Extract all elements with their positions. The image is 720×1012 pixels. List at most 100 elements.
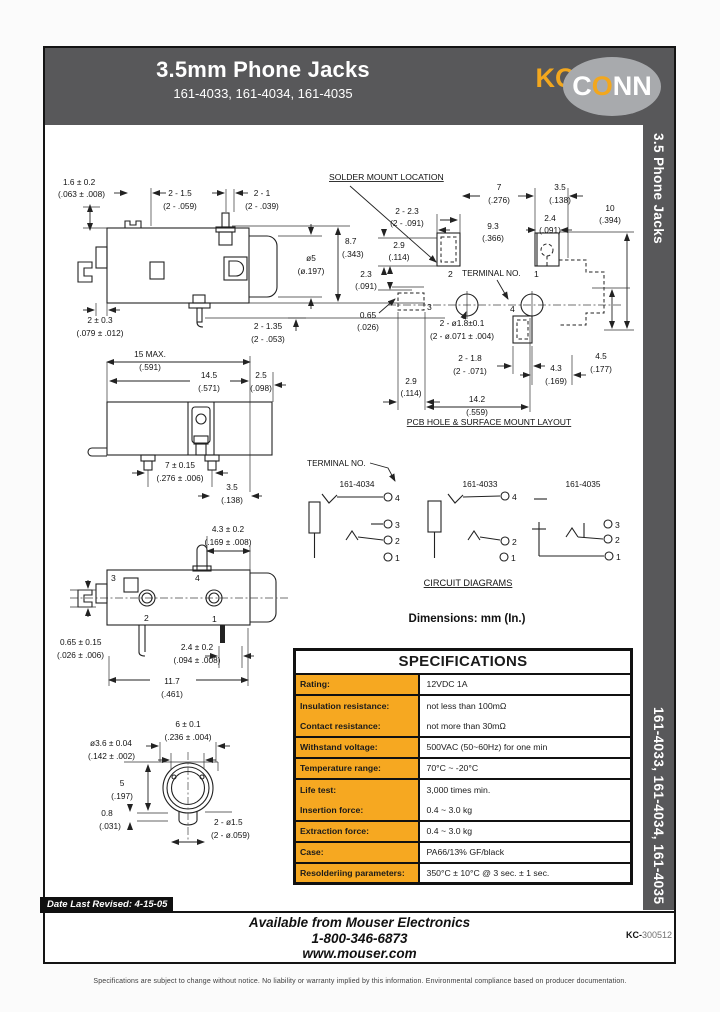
dim-label: 11.7 (164, 676, 180, 686)
dim-label: (.138) (549, 195, 571, 205)
dim-label: 2 - 2.3 (395, 206, 419, 216)
side-view-drawing: 1.6 ± 0.2 (.063 ± .008) 2 - 1.5 (2 - .05… (58, 177, 445, 344)
dim-label: 6 ± 0.1 (175, 719, 201, 729)
dim-label: 2 - 1 (254, 188, 271, 198)
pcb-layout-drawing: SOLDER MOUNT LOCATION 2 1 3 4 TERMINAL N… (329, 172, 634, 427)
dim-label: (.091) (355, 281, 377, 291)
dim-label: (.169 ± .008) (205, 537, 252, 547)
dim-label: (.276) (488, 195, 510, 205)
dim-label: 2 - ø1.5 (214, 817, 243, 827)
solder-mount-label: SOLDER MOUNT LOCATION (329, 172, 444, 182)
dim-label: (.236 ± .004) (165, 732, 212, 742)
dim-label: (2 - ø.059) (211, 830, 250, 840)
dim-label: 2 - 1.5 (168, 188, 192, 198)
dim-label: 2.3 (360, 269, 372, 279)
dim-label: 15 MAX. (134, 349, 166, 359)
header-bar: 3.5mm Phone Jacks 161-4033, 161-4034, 16… (45, 48, 674, 125)
dim-label: (.197) (111, 791, 133, 801)
dimensions-note: Dimensions: mm (In.) (408, 613, 526, 625)
dim-label: 2 - 1.8 (458, 353, 482, 363)
spec-label: Rating: (293, 672, 420, 696)
model-name: 161-4033 (462, 479, 497, 489)
spec-value: 12VDC 1A (417, 672, 633, 696)
doc-code-number: 300512 (641, 930, 672, 940)
spec-label: Extraction force: (293, 819, 420, 843)
mouser-phone: 1-800-346-6873 (311, 930, 408, 946)
spec-label: Temperature range: (293, 756, 420, 780)
terminal-number: 2 (144, 613, 149, 623)
dim-label: (.343) (342, 249, 364, 259)
front-view-drawing: 6 ± 0.1 (.236 ± .004) ø3.6 ± 0.04 (.142 … (88, 719, 250, 845)
table-row: Insertion force:0.4 ~ 3.0 kg (293, 799, 633, 822)
dim-label: 2.4 (544, 213, 556, 223)
dim-label: (ø.197) (298, 266, 325, 276)
dim-label: (2 - .091) (390, 218, 424, 228)
doc-code-prefix: KC- (625, 930, 642, 940)
sidebar-bottom-text: 161-4033, 161-4034, 161-4035 (651, 706, 666, 904)
dim-label: 0.65 ± 0.15 (60, 637, 102, 647)
logo-letters: NN (612, 71, 652, 101)
terminal-number: 1 (212, 614, 217, 624)
dim-label: 2.5 (255, 370, 267, 380)
dim-label: 10 (605, 203, 615, 213)
spec-label: Withstand voltage: (293, 735, 420, 759)
dim-label: (2 - .039) (245, 201, 279, 211)
table-row: Life test:3,000 times min. (293, 777, 633, 800)
dim-label: (.276 ± .006) (157, 473, 204, 483)
dim-label: (2 - ø.071 ± .004) (430, 331, 494, 341)
circuit-diagrams: TERMINAL NO. 161-4034 4 3 2 1 161-4033 4… (307, 458, 621, 588)
dim-label: 2.4 ± 0.2 (181, 642, 214, 652)
dim-label: 14.5 (201, 370, 218, 380)
mouser-footer: Available from Mouser Electronics 1-800-… (43, 911, 676, 964)
dim-label: 9.3 (487, 221, 499, 231)
dim-label: ø3.6 ± 0.04 (90, 738, 132, 748)
terminal-number: 1 (395, 553, 400, 563)
technical-drawings: 1.6 ± 0.2 (.063 ± .008) 2 - 1.5 (2 - .05… (57, 172, 634, 845)
terminal-number: 2 (448, 269, 453, 279)
model-name: 161-4035 (565, 479, 600, 489)
table-row: Case:PA66/13% GF/black (293, 840, 633, 864)
spec-value: not less than 100mΩ (417, 693, 633, 716)
dim-label: 7 (497, 182, 502, 192)
dim-label: (.094 ± .008) (174, 655, 221, 665)
page-title: 3.5mm Phone Jacks (156, 57, 370, 82)
dim-label: 0.8 (101, 808, 113, 818)
dim-label: (.031) (99, 821, 121, 831)
spec-label: Insertion force: (293, 799, 420, 822)
terminal-number: 4 (512, 492, 517, 502)
table-row: Extraction force:0.4 ~ 3.0 kg (293, 819, 633, 843)
disclaimer-text: Specifications are subject to change wit… (93, 978, 627, 985)
model-name: 161-4034 (339, 479, 374, 489)
dim-label: (.177) (590, 364, 612, 374)
dim-label: (.114) (400, 388, 421, 398)
logo-letter-o: O (591, 71, 613, 101)
dim-label: (.571) (198, 383, 220, 393)
part-numbers: 161-4033, 161-4034, 161-4035 (173, 86, 353, 101)
sidebar: 3.5 Phone Jacks 161-4033, 161-4034, 161-… (643, 125, 674, 910)
terminal-number: 1 (511, 553, 516, 563)
doc-code: KC-300512 (598, 930, 672, 940)
dim-label: 4.3 (550, 363, 562, 373)
logo-letter: C (572, 71, 592, 101)
dim-label: (.026 ± .006) (57, 650, 104, 660)
dim-label: (.091) (539, 225, 561, 235)
terminal-number: 3 (395, 520, 400, 530)
dim-label: 1.6 ± 0.2 (63, 177, 96, 187)
dim-label: 0.65 (360, 310, 377, 320)
dim-label: 4.5 (595, 351, 607, 361)
terminal-number: 2 (615, 535, 620, 545)
spec-value: 350°C ± 10°C @ 3 sec. ± 1 sec. (417, 861, 633, 885)
dim-label: 5 (120, 778, 125, 788)
terminal-number: 2 (395, 536, 400, 546)
spec-value: 70°C ~ -20°C (417, 756, 633, 780)
table-row: Temperature range:70°C ~ -20°C (293, 756, 633, 780)
dim-label: (.079 ± .012) (77, 328, 124, 338)
dim-label: (2 - .053) (251, 334, 285, 344)
terminal-number: 1 (616, 552, 621, 562)
top-view-drawing: 15 MAX. (.591) 14.5 (.571) 2.5 (.098) 7 … (87, 349, 286, 505)
terminal-number: 2 (512, 537, 517, 547)
spec-label: Contact resistance: (293, 715, 420, 738)
terminal-number: 4 (395, 493, 400, 503)
dim-label: 2.9 (393, 240, 405, 250)
dim-label: (2 - .071) (453, 366, 487, 376)
